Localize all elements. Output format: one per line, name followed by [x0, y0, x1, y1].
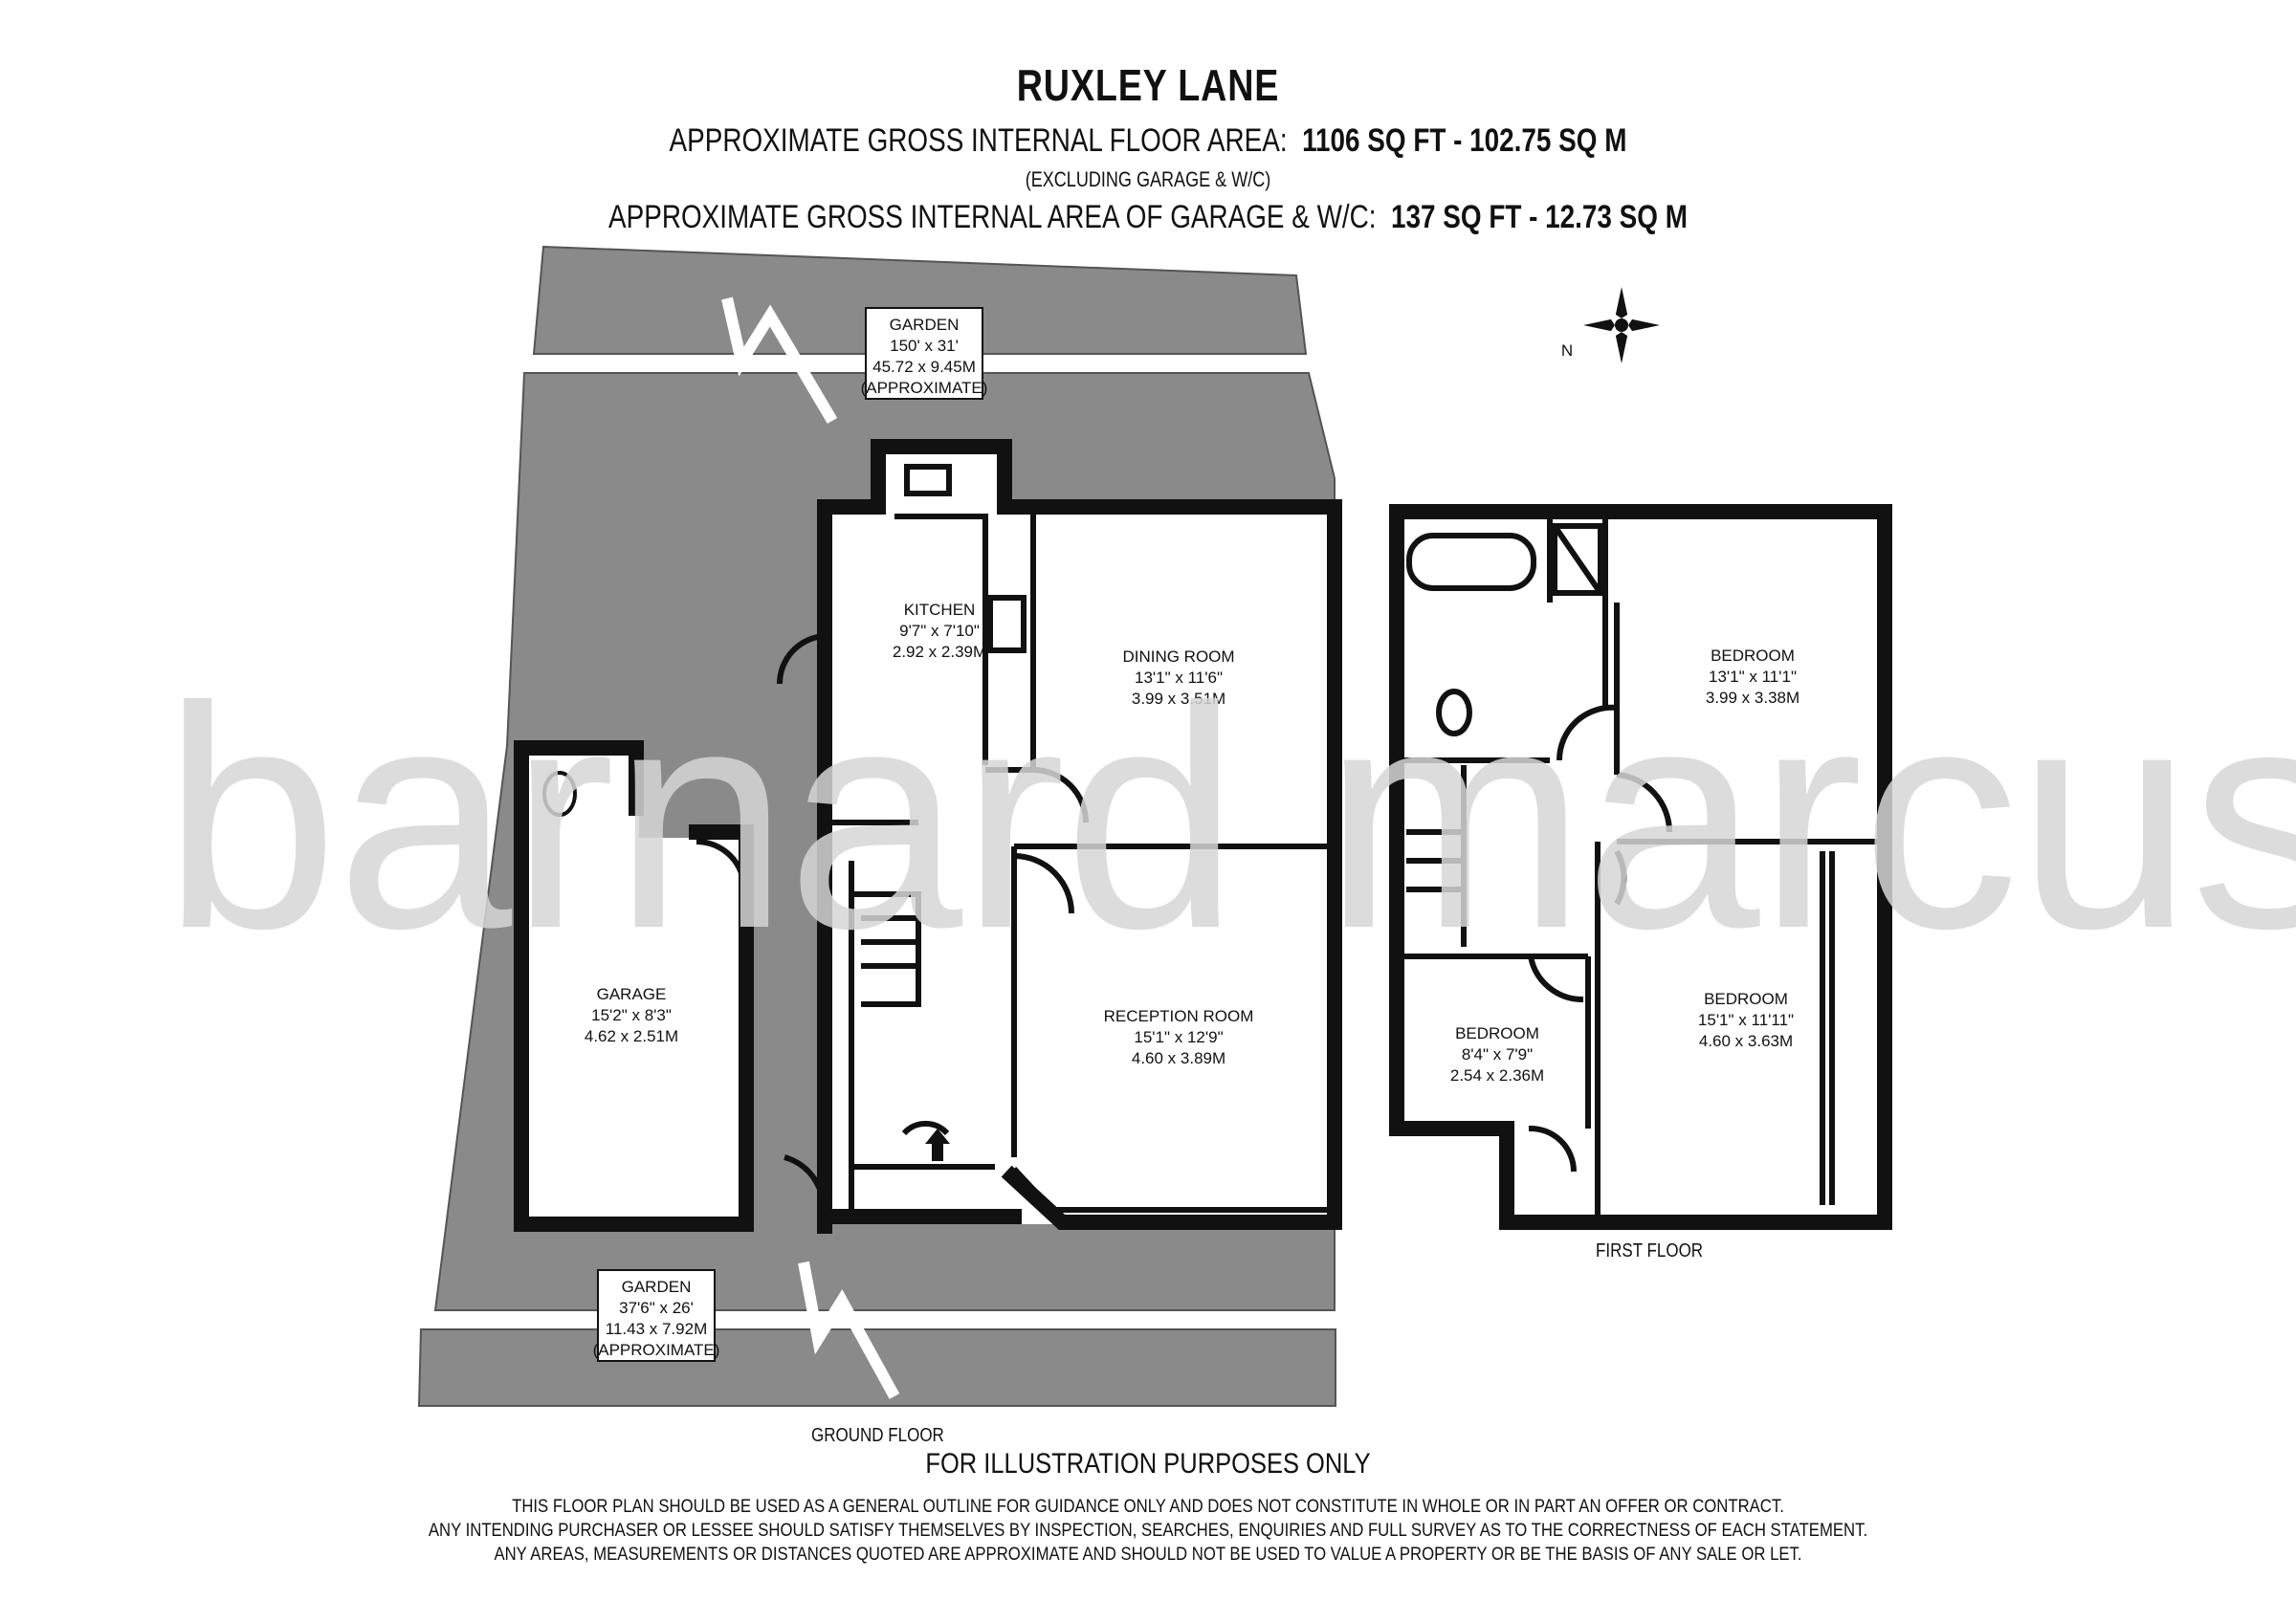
hob [987, 595, 1027, 653]
door-arc-side [784, 1154, 827, 1216]
kitchen-name: KITCHEN [904, 601, 976, 619]
dining-room-dim-metric: 3.99 x 3.51M [1132, 690, 1225, 708]
bedroom-rear-name: BEDROOM [1711, 647, 1795, 665]
bedroom-rear-dim-metric: 3.99 x 3.38M [1706, 689, 1799, 707]
ground-stairs [851, 891, 921, 1007]
door-arc-reception [1013, 853, 1074, 914]
toilet-icon-ground [542, 771, 577, 817]
bedroom-small-dim-metric: 2.54 x 2.36M [1450, 1066, 1544, 1085]
bedroom-front-dim-imperial: 15'1" x 11'11" [1698, 1011, 1794, 1029]
garage-name: GARAGE [597, 985, 667, 1003]
floor-area-line: APPROXIMATE GROSS INTERNAL FLOOR AREA: 1… [207, 122, 2089, 160]
garden-break-top [721, 296, 838, 425]
house-interior [825, 507, 1332, 1219]
floor-area-value: 1106 SQ FT - 102.75 SQ M [1302, 122, 1627, 159]
bedroom-small-dim-imperial: 8'4" x 7'9" [1462, 1045, 1533, 1064]
first-stairs [1406, 829, 1467, 947]
floor-area-note: (EXCLUDING GARAGE & W/C) [1025, 167, 1271, 191]
disclaimer-line-2: ANY INTENDING PURCHASER OR LESSEE SHOULD… [428, 1521, 1868, 1541]
front-garden-name: GARDEN [622, 1278, 692, 1296]
illustration-notice: FOR ILLUSTRATION PURPOSES ONLY [925, 1448, 1371, 1480]
bedroom-front-name: BEDROOM [1704, 990, 1788, 1008]
garage-area-value: 137 SQ FT - 12.73 SQ M [1391, 199, 1688, 235]
kitchen-counter [894, 514, 988, 765]
door-arc-front [901, 1120, 950, 1136]
front-garden-label-box [597, 1269, 716, 1362]
shower-icon [1552, 523, 1603, 596]
garage-dim-imperial: 15'2" x 8'3" [591, 1006, 672, 1024]
first-floor-plan [1389, 504, 1892, 1230]
ground-floor-label: GROUND FLOOR [811, 1425, 944, 1446]
bedroom-front-dim-metric: 4.60 x 3.63M [1699, 1032, 1793, 1050]
bath-icon [1406, 533, 1536, 591]
garden-break-bottom [798, 1261, 900, 1399]
first-floor-label: FIRST FLOOR [1596, 1240, 1704, 1261]
rear-garden-strip [532, 245, 1308, 355]
entrance-arrow-icon [925, 1129, 950, 1161]
compass-north-label: N [1561, 341, 1573, 360]
floor-area-label: APPROXIMATE GROSS INTERNAL FLOOR AREA: [669, 122, 1288, 159]
rear-garden-note: (APPROXIMATE) [861, 379, 988, 397]
kitchen-dim-metric: 2.92 x 2.39M [893, 643, 986, 661]
reception-room-name: RECEPTION ROOM [1104, 1007, 1254, 1025]
sink [904, 464, 952, 496]
reception-room-dim-metric: 4.60 x 3.89M [1132, 1049, 1225, 1067]
rear-garden-dim-metric: 45.72 x 9.45M [872, 358, 976, 376]
door-arc-dining [1032, 767, 1089, 823]
dining-room-dim-imperial: 13'1" x 11'6" [1135, 669, 1223, 687]
bay-window [1011, 1166, 1330, 1213]
garage-area-line: APPROXIMATE GROSS INTERNAL AREA OF GARAG… [207, 199, 2089, 236]
kitchen-dim-imperial: 9'7" x 7'10" [899, 622, 980, 640]
watermark: barnard marcus [163, 641, 2296, 994]
bedroom-small-name: BEDROOM [1455, 1024, 1539, 1042]
house-outer-wall [817, 439, 1342, 1234]
compass-rose-icon [1583, 287, 1660, 363]
first-floor-interior [1392, 507, 1880, 1219]
disclaimer-line-1: THIS FLOOR PLAN SHOULD BE USED AS A GENE… [512, 1497, 1784, 1517]
first-floor-outer-wall [1389, 504, 1892, 1230]
door-arc-garage [695, 839, 747, 890]
door-arc-kitchen [776, 633, 826, 685]
front-garden-dim-imperial: 37'6" x 26' [619, 1299, 694, 1317]
disclaimer-line-3: ANY AREAS, MEASUREMENTS OR DISTANCES QUO… [494, 1545, 1802, 1565]
garage-dim-metric: 4.62 x 2.51M [585, 1027, 678, 1045]
front-garden-dim-metric: 11.43 x 7.92M [606, 1320, 707, 1338]
rear-garden-name: GARDEN [890, 316, 960, 334]
toilet-icon-first [1436, 689, 1472, 736]
garage-interior [519, 838, 744, 1230]
kitchen-top-interior [885, 445, 1000, 512]
garage-area-label: APPROXIMATE GROSS INTERNAL AREA OF GARAG… [608, 199, 1377, 235]
front-garden-note: (APPROXIMATE) [593, 1341, 720, 1359]
wc-interior [519, 756, 639, 842]
dining-room-name: DINING ROOM [1122, 647, 1234, 666]
rear-garden-label-box [865, 307, 983, 400]
ground-floor-plan [514, 439, 1342, 1234]
rear-garden-dim-imperial: 150' x 31' [890, 337, 959, 355]
reception-room-dim-imperial: 15'1" x 12'9" [1134, 1028, 1223, 1046]
plan-title: RUXLEY LANE [1016, 60, 1280, 110]
bedroom-rear-dim-imperial: 13'1" x 11'1" [1709, 668, 1797, 686]
